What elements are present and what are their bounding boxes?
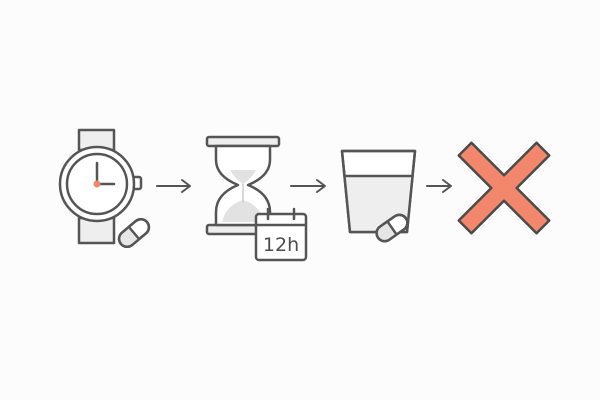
pill-icon [117, 217, 151, 249]
calendar-duration-label: 12h [263, 234, 299, 256]
wristwatch-icon [58, 128, 143, 245]
calendar-icon: 12h [254, 207, 308, 262]
arrow-right-icon [290, 179, 326, 193]
pill-icon [375, 213, 409, 243]
arrow-right-icon [426, 179, 452, 193]
arrow-right-icon [156, 179, 191, 193]
water-glass-icon [340, 149, 417, 234]
cross-icon [457, 141, 551, 235]
